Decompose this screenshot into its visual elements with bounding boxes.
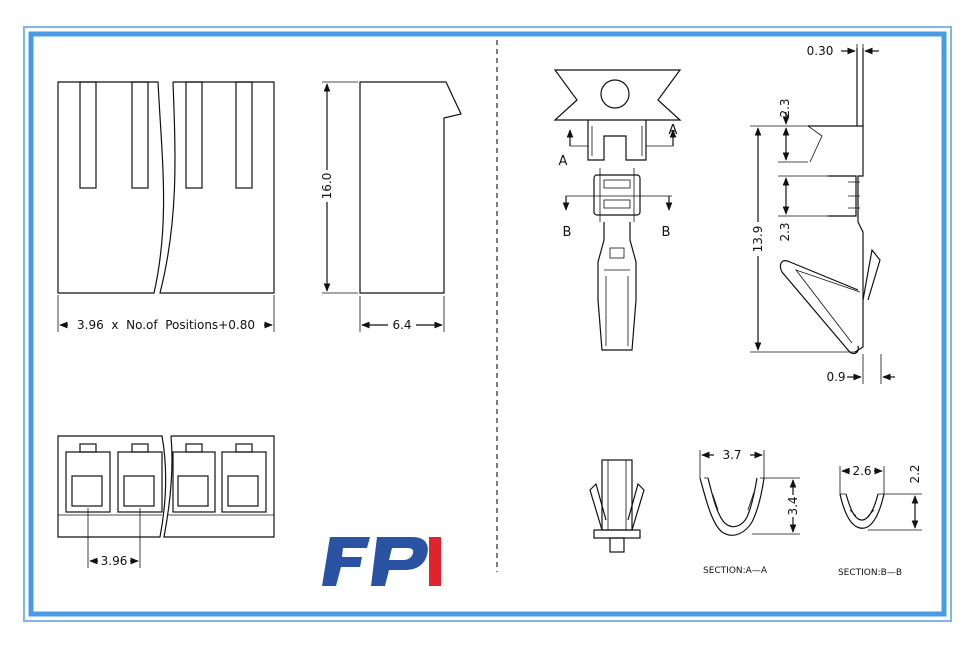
depth-dimension: 6.4 bbox=[392, 318, 411, 332]
tip-offset-dimension: 0.9 bbox=[826, 370, 845, 384]
terminal-top-view: A A B B bbox=[553, 69, 682, 351]
terminal-side-view: 0.30 2.3 2.3 13.9 0.9 bbox=[750, 44, 895, 384]
section-a-caption: SECTION:A—A bbox=[703, 566, 768, 576]
section-marker-a-right: A bbox=[669, 123, 678, 138]
section-marker-b-left: B bbox=[563, 225, 572, 240]
section-b-height-dimension: 2.2 bbox=[908, 464, 922, 483]
housing-bottom-view: 3.96 bbox=[57, 435, 275, 568]
section-marker-a-left: A bbox=[559, 154, 568, 169]
section-b-b: 2.6 2.2 SECTION:B—B bbox=[838, 464, 922, 578]
section-marker-b-right: B bbox=[662, 225, 671, 240]
height-dimension: 16.0 bbox=[320, 173, 334, 200]
section-a-height-dimension: 3.4 bbox=[786, 496, 800, 515]
terminal-length-dimension: 13.9 bbox=[751, 226, 765, 253]
upper-gap-dimension: 2.3 bbox=[778, 98, 792, 117]
thickness-dimension: 0.30 bbox=[807, 44, 834, 58]
lower-gap-dimension: 2.3 bbox=[778, 222, 792, 241]
pitch-dimension: 3.96 bbox=[101, 554, 128, 568]
section-b-width-dimension: 2.6 bbox=[852, 464, 871, 478]
fpi-logo bbox=[322, 537, 441, 586]
section-a-width-dimension: 3.7 bbox=[722, 448, 741, 462]
sheet-border bbox=[23, 26, 952, 622]
housing-side-view: 16.0 6.4 bbox=[320, 81, 462, 332]
section-b-caption: SECTION:B—B bbox=[838, 568, 902, 578]
pitch-formula-dimension: 3.96 x No.of Positions+0.80 bbox=[77, 318, 255, 332]
section-a-a: 3.7 3.4 SECTION:A—A bbox=[699, 448, 800, 576]
housing-front-view: 3.96 x No.of Positions+0.80 bbox=[57, 81, 275, 332]
terminal-end-view bbox=[589, 459, 645, 553]
